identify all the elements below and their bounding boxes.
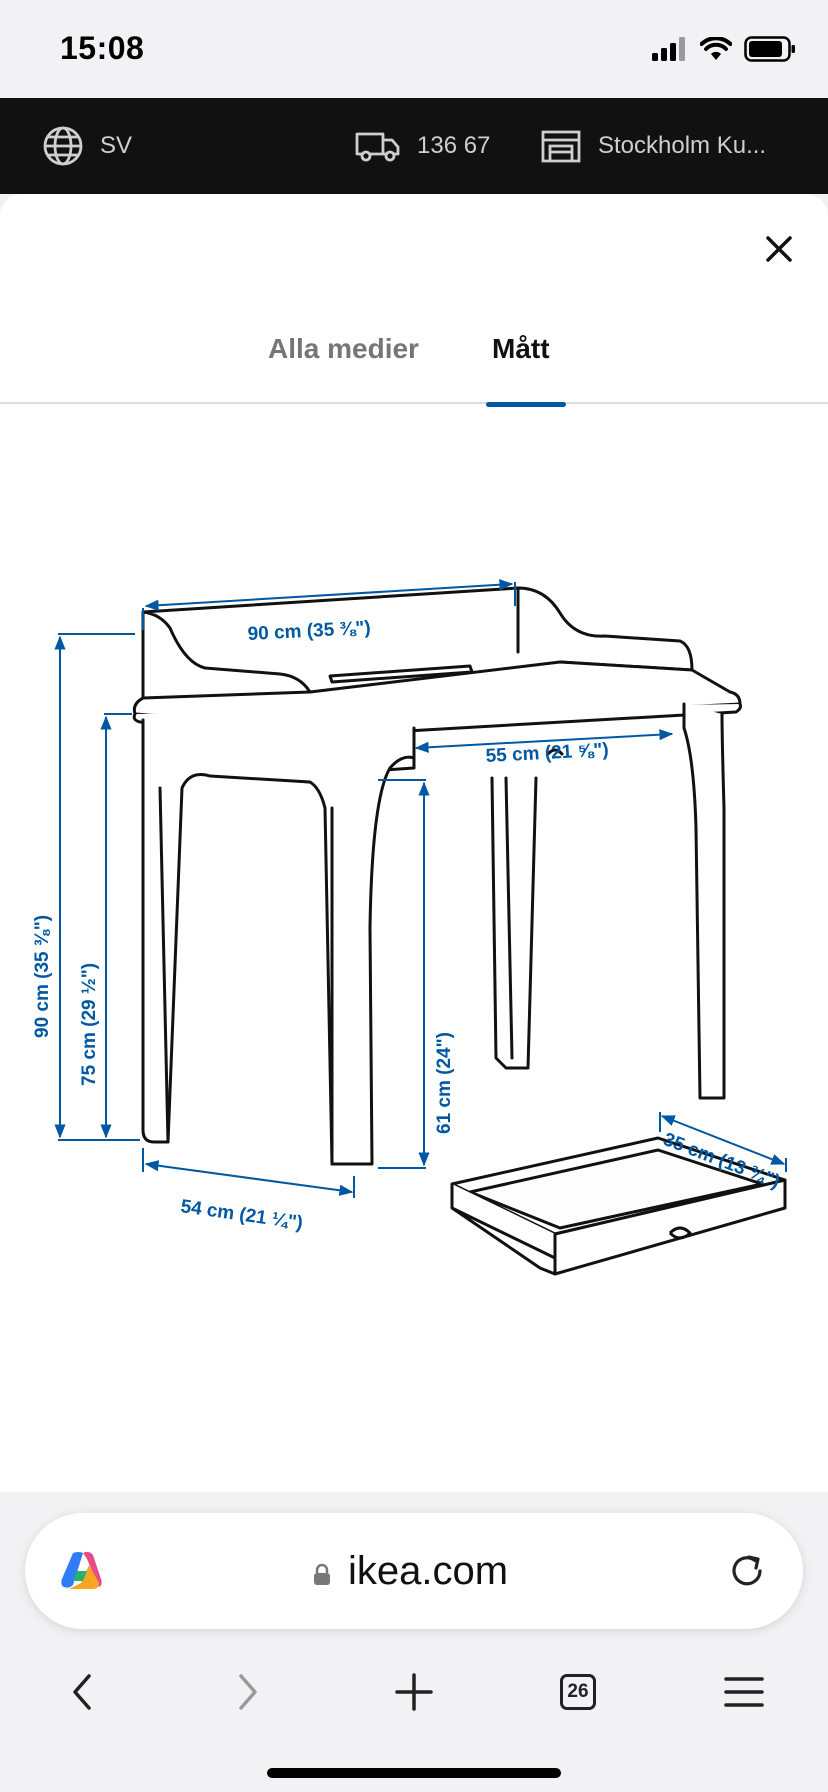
desk-illustration — [132, 586, 742, 1166]
browser-nav-bar: 26 — [0, 1652, 828, 1732]
home-indicator — [267, 1768, 561, 1778]
media-modal: Alla medier Mått — [0, 194, 828, 1492]
truck-icon — [355, 132, 400, 162]
postal-code-label: 136 67 — [417, 132, 491, 159]
total-height-label: 90 cm (35 ⅜") — [32, 915, 53, 1038]
chevron-left-icon — [73, 1674, 91, 1710]
wifi-icon — [700, 37, 732, 60]
address-bar[interactable]: ikea.com — [25, 1513, 803, 1629]
tab-all-media[interactable]: Alla medier — [268, 333, 419, 364]
language-selector[interactable]: SV — [42, 98, 132, 194]
store-icon — [541, 130, 581, 163]
store-selector[interactable]: Stockholm Ku... — [540, 98, 766, 194]
dimensions-diagram: 90 cm (35 ⅜") 90 cm (35 ⅜") 75 cm (29 ½"… — [32, 579, 787, 1276]
copilot-icon[interactable] — [59, 1549, 105, 1593]
media-tabs: Alla medier Mått — [0, 324, 828, 404]
tab-dimensions[interactable]: Mått — [492, 333, 550, 364]
close-icon — [766, 236, 792, 262]
desk-height-label: 75 cm (29 ½") — [79, 963, 100, 1086]
forward-button[interactable] — [208, 1652, 288, 1732]
back-button[interactable] — [42, 1652, 122, 1732]
lock-icon — [314, 1563, 330, 1585]
dimension-lines — [54, 579, 787, 1198]
menu-button[interactable] — [704, 1652, 784, 1732]
status-icons — [652, 34, 796, 64]
plus-icon — [395, 1673, 433, 1711]
close-button[interactable] — [756, 226, 802, 272]
reload-icon[interactable] — [727, 1551, 767, 1591]
new-tab-button[interactable] — [374, 1652, 454, 1732]
menu-icon — [724, 1677, 764, 1707]
store-label: Stockholm Ku... — [598, 132, 767, 159]
tabs-count-icon: 26 — [560, 1674, 596, 1710]
battery-icon — [744, 36, 795, 62]
globe-icon — [43, 126, 83, 166]
status-bar: 15:08 — [0, 0, 828, 98]
status-time: 15:08 — [60, 30, 145, 66]
chevron-right-icon — [239, 1674, 257, 1710]
active-tab-indicator — [486, 402, 566, 407]
tabs-button[interactable]: 26 — [538, 1652, 618, 1732]
top-bar: SV 136 67 Stockholm Ku... — [0, 98, 828, 194]
language-label: SV — [100, 132, 133, 159]
signal-icon — [652, 37, 685, 61]
tab-count: 26 — [567, 1681, 589, 1702]
depth-label: 54 cm (21 ¼") — [179, 1196, 304, 1234]
delivery-postal-code[interactable]: 136 67 — [355, 98, 490, 194]
url-text: ikea.com — [347, 1549, 509, 1593]
leg-clearance-label: 61 cm (24") — [434, 1032, 455, 1134]
browser-chrome: ikea.com 26 — [0, 1492, 828, 1792]
